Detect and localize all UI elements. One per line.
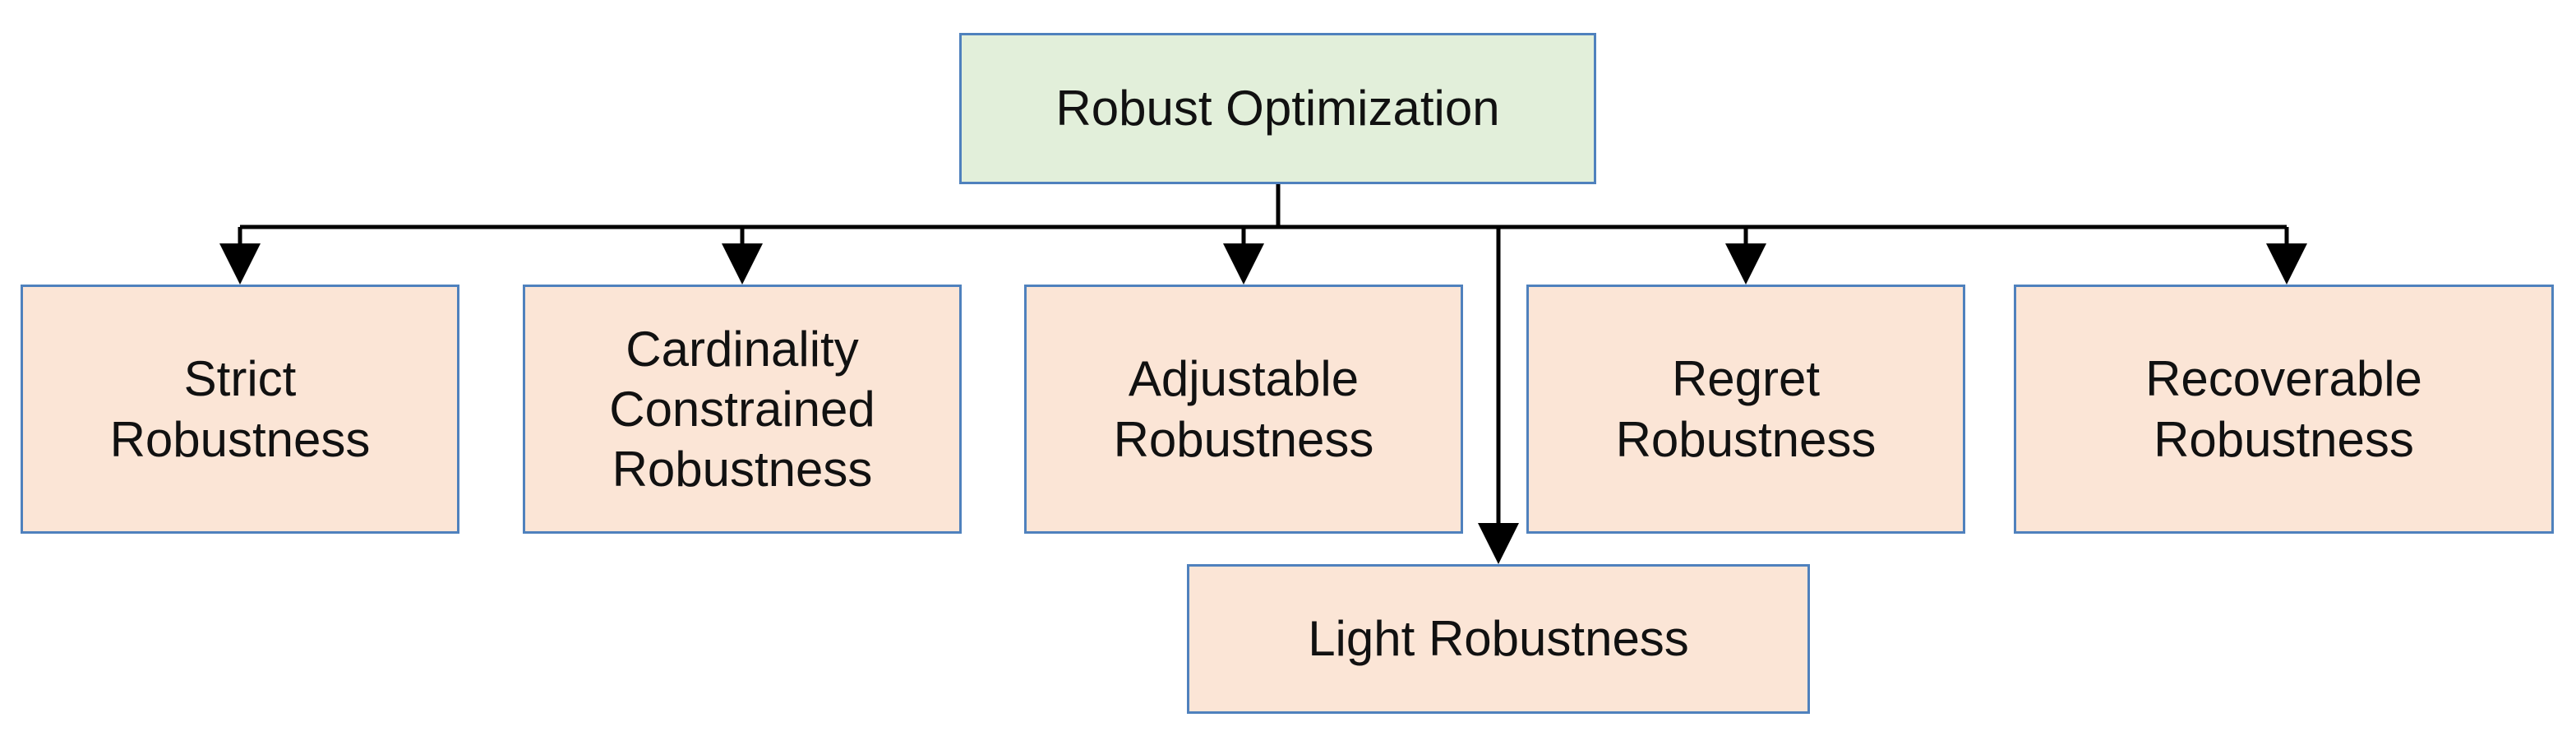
node-adjustable-robustness: Adjustable Robustness — [1024, 285, 1463, 534]
node-light-robustness: Light Robustness — [1187, 564, 1810, 714]
node-label: Cardinality Constrained Robustness — [609, 321, 875, 498]
node-label: Recoverable Robustness — [2145, 351, 2422, 467]
node-cardinality-constrained-robustness: Cardinality Constrained Robustness — [523, 285, 962, 534]
node-label: Adjustable Robustness — [1113, 351, 1374, 467]
node-label: Strict Robustness — [109, 351, 371, 467]
node-regret-robustness: Regret Robustness — [1526, 285, 1965, 534]
root-node-label: Robust Optimization — [1055, 81, 1500, 137]
root-node-robust-optimization: Robust Optimization — [959, 33, 1596, 184]
node-label: Regret Robustness — [1615, 351, 1877, 467]
node-label: Light Robustness — [1308, 611, 1689, 667]
node-recoverable-robustness: Recoverable Robustness — [2014, 285, 2554, 534]
node-strict-robustness: Strict Robustness — [21, 285, 459, 534]
